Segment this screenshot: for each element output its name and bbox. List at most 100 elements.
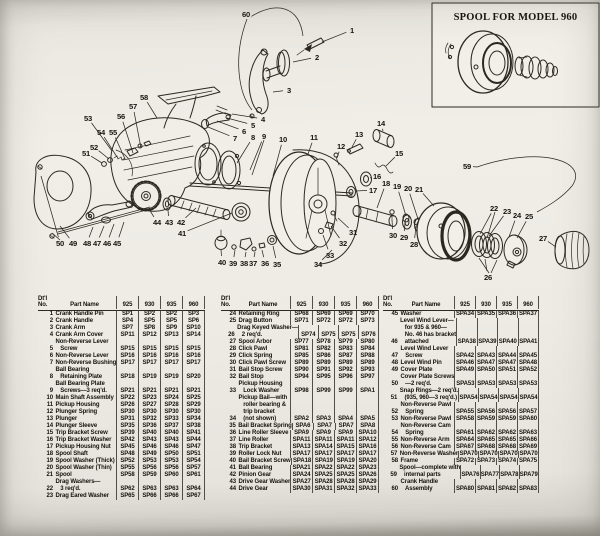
- part-code: SPA76: [460, 464, 479, 479]
- part-code: SP34: [182, 415, 205, 423]
- callout-number: 2: [315, 53, 319, 62]
- part-code: SP69: [334, 310, 356, 318]
- part-code: SPA11: [334, 436, 356, 444]
- col-header-model: 925: [290, 296, 312, 309]
- part-no: 49: [391, 366, 399, 373]
- callout-number: 24: [513, 211, 522, 220]
- callout-leader: [391, 219, 393, 230]
- part-no: 56: [391, 443, 399, 450]
- callout-number: 32: [339, 239, 347, 248]
- crank-handle: [248, 37, 325, 119]
- callout-number: 52: [90, 143, 98, 152]
- part-code: SPA44: [496, 345, 517, 360]
- part-no: 21: [46, 471, 54, 478]
- part-code: SPA59: [475, 415, 496, 423]
- callout-number: 41: [178, 229, 187, 238]
- callout-number: 46: [103, 239, 111, 248]
- col-header-part-name: Part Name: [411, 301, 441, 308]
- part-code: SPA58: [454, 415, 475, 423]
- part-no: 55: [391, 436, 399, 443]
- part-code: SPA41: [517, 317, 539, 346]
- callout-leader: [382, 128, 384, 132]
- part-no: 41: [229, 464, 237, 471]
- part-name: Pickup Bail—with roller bearing & trip b…: [238, 394, 288, 422]
- part-no: 58: [391, 457, 399, 464]
- part-name: Ball Bearing Retaining Plate: [55, 366, 103, 380]
- part-name: Ball Bearing: [238, 464, 273, 471]
- part-no: 23: [46, 492, 54, 499]
- callout-leader: [404, 222, 406, 232]
- part-code: SP11: [116, 331, 138, 339]
- part-name: Click Spring: [238, 352, 273, 359]
- part-code: SP24: [160, 394, 182, 402]
- part-code: SP9: [160, 324, 182, 332]
- part-code: SPA32: [334, 485, 356, 493]
- callout-number: 1: [350, 26, 355, 35]
- callout-leader: [409, 193, 419, 220]
- part-code: SPA3: [312, 394, 334, 423]
- part-code: SPA15: [334, 443, 356, 451]
- part-name: Line Roller: [238, 436, 269, 443]
- callout-number: 4: [261, 115, 266, 124]
- callout-leader: [422, 193, 435, 207]
- part-code: SP73: [356, 317, 379, 325]
- part-name: Spool Washer (Thin): [55, 464, 112, 471]
- part-code: SP39: [116, 429, 138, 437]
- callout-number: 57: [129, 102, 137, 111]
- part-name: Washer: [400, 310, 422, 317]
- part-name: Trip Bracket: [238, 443, 273, 450]
- callout-number: 55: [109, 128, 118, 137]
- callout-number: 60: [242, 10, 250, 19]
- part-code: SPA1: [356, 380, 379, 395]
- part-code: SPA27: [290, 478, 312, 486]
- part-code: SPA68: [496, 443, 517, 451]
- callout-leader: [91, 122, 113, 152]
- part-code: SPA60: [517, 415, 539, 423]
- part-code: SP12: [138, 331, 160, 339]
- callout-leader: [220, 249, 222, 257]
- part-code: SPA19: [334, 457, 356, 465]
- part-code: SPA79: [518, 464, 539, 479]
- part-code: SP92: [334, 366, 356, 374]
- part-code: SPA62: [496, 422, 517, 437]
- part-code: SPA11: [312, 436, 334, 444]
- callout-leader: [187, 212, 233, 232]
- callout-number: 21: [415, 185, 424, 194]
- callout-leader: [272, 90, 284, 93]
- part-code: SPA5: [356, 394, 379, 423]
- part-code: SP57: [182, 464, 205, 472]
- col-header-model: 960: [356, 296, 379, 309]
- part-code: SP78: [312, 338, 334, 346]
- part-code: SP16: [182, 352, 205, 360]
- part-code: SPA66: [517, 436, 539, 444]
- part-no: 12: [46, 408, 54, 415]
- part-code: SP69: [312, 310, 334, 318]
- part-name: Cover Plate Screws —2 req'd.: [400, 373, 455, 387]
- part-no: 53: [391, 415, 399, 422]
- callout-number: 29: [400, 233, 408, 242]
- part-code: SPA24: [290, 471, 312, 479]
- part-code: SPA74: [496, 457, 517, 465]
- part-code: SP25: [182, 394, 205, 402]
- callout-number: 31: [349, 228, 358, 237]
- col-header-no: Dt'l No.: [221, 296, 231, 309]
- part-code: SP67: [182, 492, 205, 500]
- part-code: SP56: [160, 464, 182, 472]
- part-no: 5: [49, 345, 53, 352]
- part-name: Crank Arm: [55, 324, 86, 331]
- part-code: SP84: [356, 345, 379, 353]
- part-code: SP2: [138, 310, 160, 318]
- part-no: 6: [49, 352, 53, 359]
- callout-number: 40: [218, 258, 226, 267]
- part-code: SP61: [182, 471, 205, 479]
